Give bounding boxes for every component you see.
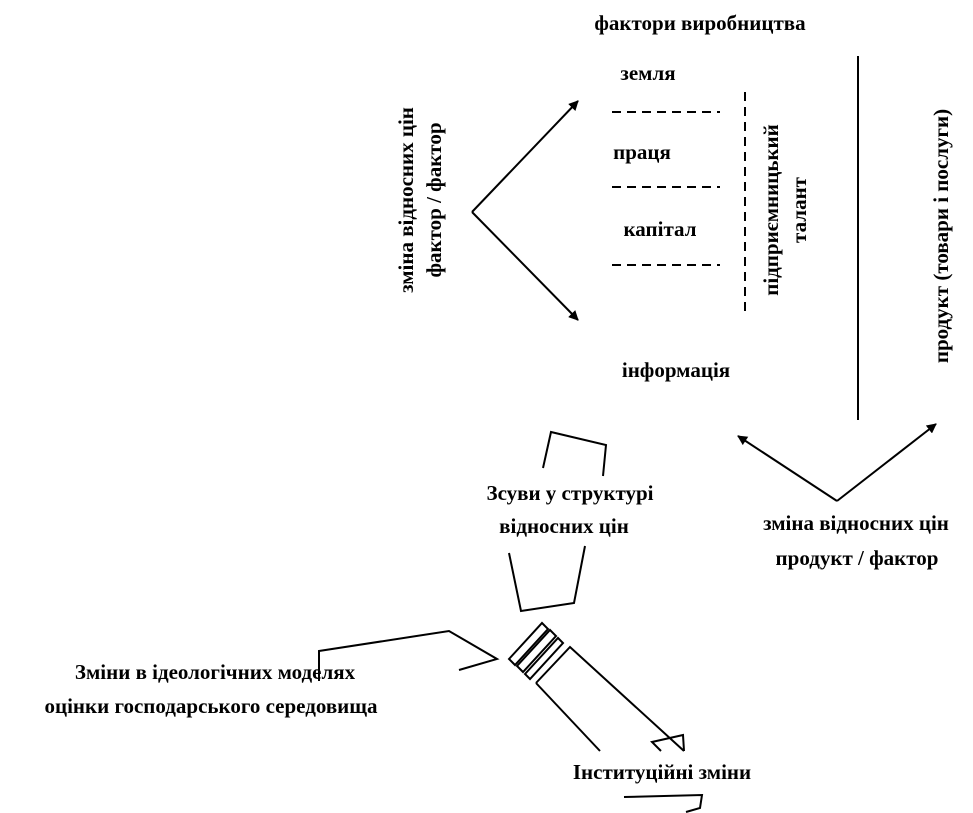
title-factors-of-production: фактори виробництва [594, 11, 806, 35]
shifts-upper-bracket [542, 430, 608, 477]
arrow-up-right-to-product [836, 423, 937, 502]
ideology-label-line2: оцінки господарського середовища [44, 694, 378, 718]
left-price-change-line2: фактор / фактор [422, 122, 446, 277]
institution-lower-bracket [623, 793, 704, 813]
right-price-change-line2: продукт / фактор [776, 546, 939, 570]
product-goods-services: продукт (товари і послуги) [929, 109, 953, 363]
ideology-label-line1: Зміни в ідеологічних моделях [75, 660, 356, 684]
shifts-label-line1: Зсуви у структурі [486, 481, 653, 505]
left-price-change-line1: зміна відносних цін [394, 107, 418, 293]
institution-stripe-1 [507, 621, 550, 667]
factor-labour: праця [613, 140, 671, 164]
institution-shaft-left [535, 682, 601, 752]
arrow-up-left-to-factors [737, 435, 838, 502]
entrepreneurial-talent-line1: підприємницький [759, 124, 783, 296]
institutional-changes-label: Інституційні зміни [573, 760, 751, 784]
arrow-up-to-factors [471, 100, 579, 213]
entrepreneurial-talent-line2: талант [787, 176, 811, 243]
factor-information: інформація [622, 358, 730, 382]
arrow-down-to-information [471, 211, 579, 321]
institution-stripe-2 [515, 628, 558, 674]
ideology-bracket [318, 629, 500, 681]
institution-shaft [535, 645, 685, 752]
institution-stripe-3 [523, 636, 565, 681]
shifts-lower-bracket [508, 545, 586, 613]
factor-land: земля [620, 61, 675, 85]
right-price-change-line1: зміна відносних цін [763, 511, 949, 535]
factor-capital: капітал [624, 217, 697, 241]
institution-tip [650, 733, 685, 752]
shifts-label-line2: відносних цін [499, 514, 629, 538]
